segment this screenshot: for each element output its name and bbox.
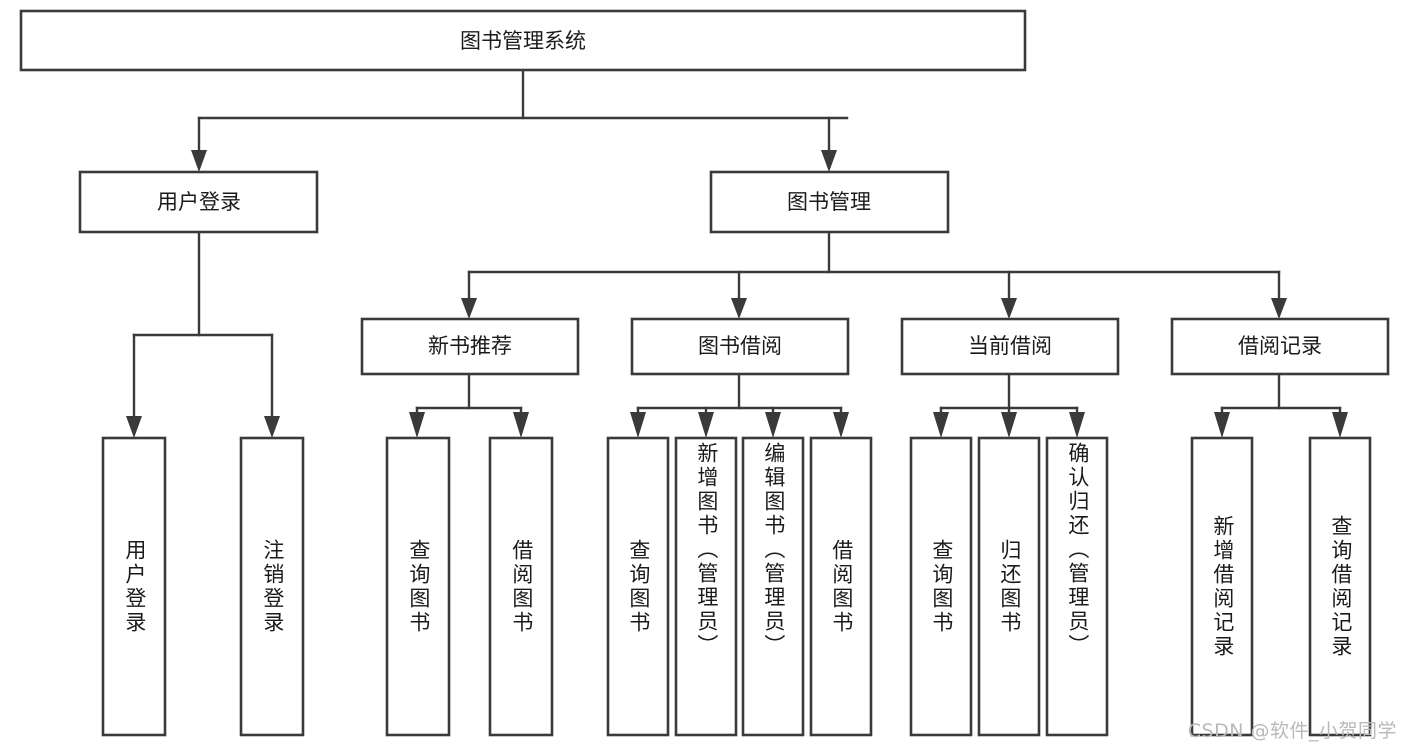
node-book-borrow[interactable]: 图书借阅 (630, 317, 850, 376)
connector-borrowrecord-to-leaves (1214, 372, 1348, 438)
leaf-box-query-book-3[interactable] (909, 436, 973, 737)
leaf-box-add-book[interactable] (674, 436, 738, 737)
leaf-box-query-borrow-record[interactable] (1308, 436, 1372, 737)
connector-bookborrow-to-leaves (630, 372, 849, 438)
leaf-box-query-book-1[interactable] (385, 436, 451, 737)
node-borrow-record[interactable]: 借阅记录 (1170, 317, 1390, 376)
node-new-book-recommend[interactable]: 新书推荐 (360, 317, 580, 376)
node-user-login-label: 用户登录 (157, 190, 241, 214)
node-current-borrow[interactable]: 当前借阅 (900, 317, 1120, 376)
node-current-borrow-label: 当前借阅 (968, 334, 1052, 358)
leaf-box-query-book-2[interactable] (606, 436, 670, 737)
node-new-book-recommend-label: 新书推荐 (428, 334, 512, 358)
node-book-management-label: 图书管理 (787, 190, 871, 214)
connector-newbook-to-leaves (409, 372, 529, 438)
leaf-box-edit-book[interactable] (741, 436, 805, 737)
connector-currentborrow-to-leaves (933, 372, 1085, 438)
leaf-box-borrow-book-2[interactable] (809, 436, 873, 737)
node-book-borrow-label: 图书借阅 (698, 334, 782, 358)
leaf-box-confirm-return[interactable] (1045, 436, 1109, 737)
connector-bookmanagement-to-level3 (461, 230, 1287, 319)
leaf-box-logout-login[interactable] (239, 436, 305, 737)
node-user-login[interactable]: 用户登录 (78, 170, 319, 234)
csdn-watermark: CSDN @软件_小贺同学 (1187, 720, 1397, 742)
node-root[interactable]: 图书管理系统 (19, 9, 1027, 72)
node-book-management[interactable]: 图书管理 (709, 170, 950, 234)
connector-userlogin-to-leaves (126, 230, 280, 438)
connector-root-to-level2 (191, 68, 849, 172)
leaf-box-return-book[interactable] (977, 436, 1041, 737)
leaf-box-user-login[interactable] (101, 436, 167, 737)
leaf-box-add-borrow-record[interactable] (1190, 436, 1254, 737)
node-root-label: 图书管理系统 (460, 29, 586, 53)
leaf-box-borrow-book-1[interactable] (488, 436, 554, 737)
node-borrow-record-label: 借阅记录 (1238, 334, 1322, 358)
